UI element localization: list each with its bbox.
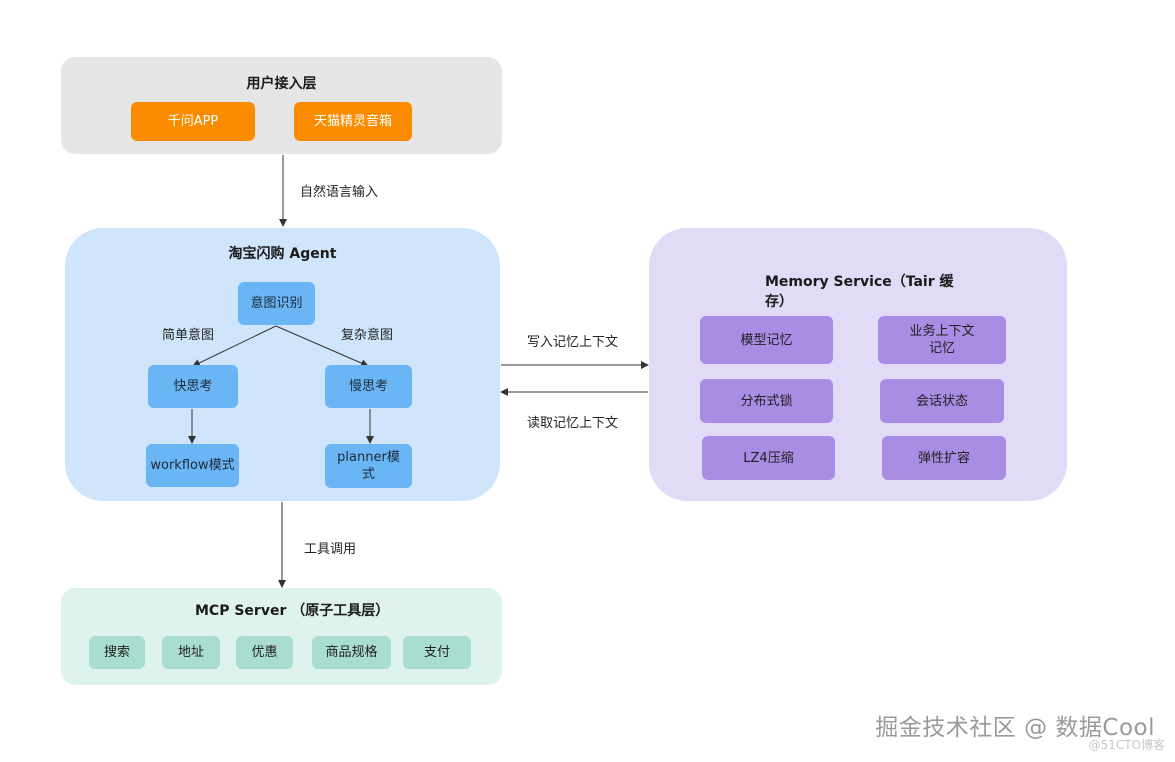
memory-service-panel: Memory Service（Tair 缓 存） 模型记忆 业务上下文 记忆 分… (649, 228, 1067, 501)
elastic-scaling-node: 弹性扩容 (882, 436, 1006, 480)
workflow-mode-node: workflow模式 (146, 444, 239, 487)
planner-mode-node: planner模 式 (325, 444, 412, 488)
coupon-tool-node: 优惠 (236, 636, 293, 669)
tmall-genie-node: 天猫精灵音箱 (294, 102, 412, 141)
natural-language-input-label: 自然语言输入 (300, 185, 379, 200)
model-memory-node: 模型记忆 (700, 316, 833, 364)
address-tool-node: 地址 (162, 636, 220, 669)
read-memory-label: 读取记忆上下文 (527, 416, 619, 431)
search-tool-node: 搜索 (89, 636, 145, 669)
memory-service-title: Memory Service（Tair 缓 存） (765, 274, 954, 310)
mcp-server-panel: MCP Server （原子工具层） 搜索 地址 优惠 商品规格 支付 (61, 588, 502, 685)
fast-thinking-node: 快思考 (148, 365, 238, 408)
payment-tool-node: 支付 (403, 636, 471, 669)
user-access-layer-title: 用户接入层 (246, 76, 317, 92)
complex-intent-label: 复杂意图 (341, 328, 394, 343)
agent-branch-lines (188, 325, 374, 444)
business-context-memory-node: 业务上下文 记忆 (878, 316, 1006, 364)
intent-recognition-node: 意图识别 (238, 282, 315, 325)
tool-call-label: 工具调用 (304, 542, 357, 557)
user-access-layer-panel: 用户接入层 千问APP 天猫精灵音箱 (61, 57, 502, 154)
slow-thinking-node: 慢思考 (325, 365, 412, 408)
write-memory-label: 写入记忆上下文 (527, 335, 619, 350)
mcp-server-title: MCP Server （原子工具层） (195, 603, 390, 619)
simple-intent-label: 简单意图 (162, 328, 215, 343)
juejin-watermark: 掘金技术社区 @ 数据Cool (875, 715, 1155, 741)
qwen-app-node: 千问APP (131, 102, 255, 141)
distributed-lock-node: 分布式锁 (700, 379, 833, 423)
taobao-agent-title: 淘宝闪购 Agent (228, 246, 337, 262)
lz4-compression-node: LZ4压缩 (702, 436, 835, 480)
product-spec-tool-node: 商品规格 (312, 636, 391, 669)
session-state-node: 会话状态 (880, 379, 1004, 423)
taobao-agent-panel: 淘宝闪购 Agent 意图识别 简单意图 复杂意图 快思考 慢思考 workfl… (65, 228, 500, 501)
51cto-watermark: @51CTO博客 (1088, 738, 1165, 752)
